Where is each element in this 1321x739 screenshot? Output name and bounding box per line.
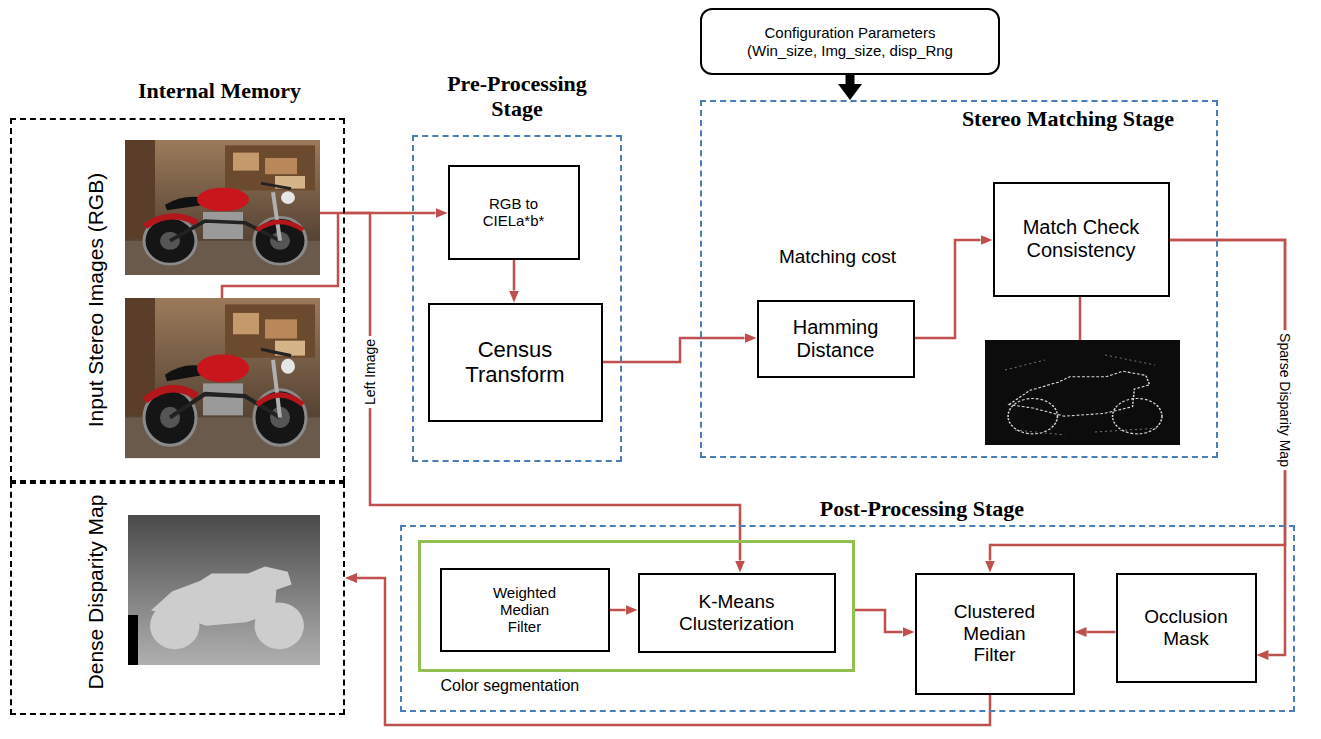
parameter-arrow	[846, 75, 855, 84]
box-label: RGB to CIELa*b*	[466, 195, 561, 230]
connector-line	[222, 213, 1080, 340]
sparse-disparity-image	[985, 340, 1180, 445]
flow-arrow	[1087, 631, 1116, 634]
box-heading: Matching cost	[747, 246, 929, 268]
stage-heading: Stereo Matching Stage	[918, 106, 1218, 131]
sparse-disparity-image	[985, 340, 1180, 445]
sparse-disparity-image	[1008, 371, 1162, 434]
flow-arrow	[513, 260, 516, 291]
panel-label: Dense Disparity Map	[84, 492, 108, 692]
panel-heading: Internal Memory	[52, 78, 387, 103]
box-label: Match Check Consistency	[1006, 216, 1156, 262]
connector	[345, 75, 1285, 725]
stereo-photo	[125, 140, 320, 458]
process-box: Match Check Consistency	[993, 182, 1170, 297]
box-label: Weighted Median Filter	[485, 584, 565, 636]
stereo-photo	[125, 140, 320, 275]
group-box: Color segmentationWeighted Median Filter…	[418, 540, 855, 672]
flow-arrow	[603, 338, 745, 362]
process-box: K-Means Clusterization	[638, 573, 836, 653]
sparse-disparity-image	[1005, 355, 1160, 435]
box-label: Census Transform	[445, 337, 585, 388]
process-box: Occlusion Mask	[1116, 573, 1257, 683]
process-box: RGB to CIELa*b*	[448, 165, 580, 260]
flow-arrow	[915, 240, 981, 338]
dense-disparity-image	[128, 515, 320, 665]
flow-arrow	[345, 213, 740, 561]
flow-arrow	[855, 610, 903, 632]
panel-label: Input Stereo Images (RGB)	[84, 135, 108, 465]
stage-panel: Stereo Matching StageMatching costHammin…	[700, 100, 1218, 458]
memory-panel: Dense Disparity Map	[10, 482, 345, 715]
box-label: Configuration Parameters (Win_size, Img_…	[733, 24, 968, 59]
dense-disparity-image	[128, 615, 138, 665]
connector-line	[222, 213, 338, 298]
process-box: Census Transform	[428, 303, 603, 422]
connector-line	[320, 212, 345, 215]
stereo-photo	[125, 298, 320, 458]
dense-disparity-image	[150, 566, 304, 649]
box-label: Hamming Distance	[771, 316, 901, 362]
stage-panel: Pre-Processing StageRGB to CIELa*b*Censu…	[412, 135, 622, 462]
process-box: Matching costHamming Distance	[757, 300, 915, 378]
dense-disparity-image	[128, 515, 320, 665]
flow-arrow	[610, 609, 626, 612]
box-label: K-Means Clusterization	[652, 591, 822, 635]
edge-label: Left Image	[362, 336, 379, 408]
connector-line	[1079, 297, 1082, 340]
process-box: Weighted Median Filter	[440, 568, 610, 652]
stage-panel: Post-Processing StageColor segmentationW…	[400, 525, 1295, 712]
stage-heading: Pre-Processing Stage	[432, 71, 602, 122]
edge-label: Sparse Disparity Map	[1277, 330, 1294, 470]
box-label: Occlusion Mask	[1126, 606, 1246, 650]
stage-heading: Post-Processing Stage	[772, 496, 1072, 521]
box-label: Clustered Median Filter	[942, 601, 1047, 667]
process-box: Clustered Median Filter	[915, 573, 1075, 695]
memory-panel: Internal MemoryInput Stereo Images (RGB)	[10, 118, 345, 482]
group-heading: Color segmentation	[441, 677, 681, 695]
config-box: Configuration Parameters (Win_size, Img_…	[700, 8, 1000, 75]
